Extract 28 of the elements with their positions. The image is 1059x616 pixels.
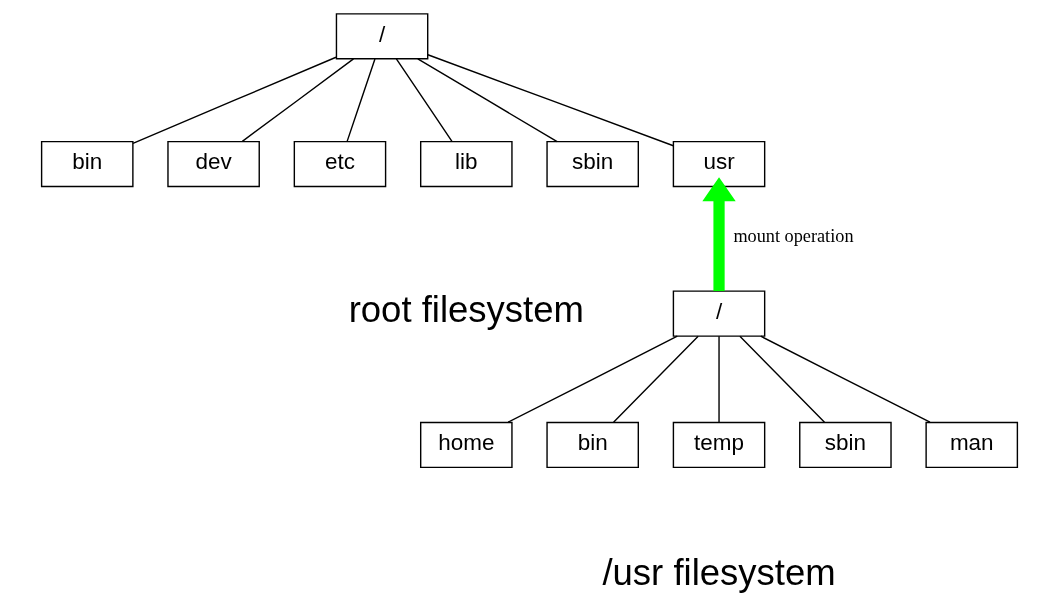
node-box: bin: [546, 421, 639, 469]
connector: [241, 58, 355, 143]
connector: [427, 54, 675, 147]
node-box: bin: [40, 140, 134, 188]
connector: [346, 58, 376, 143]
node-box: man: [925, 421, 1019, 469]
connector: [507, 335, 678, 423]
node-box: usr: [672, 140, 766, 188]
node-box: lib: [420, 140, 513, 188]
node-box: dev: [167, 140, 260, 188]
connector: [739, 335, 826, 423]
node-box: home: [420, 421, 513, 469]
node-box: etc: [293, 140, 387, 188]
node-box: sbin: [546, 140, 639, 188]
edge-label: mount operation: [733, 225, 854, 246]
connector: [612, 335, 699, 423]
connector: [132, 56, 337, 144]
arrow: [702, 177, 736, 291]
label: /usr filesystem: [602, 552, 836, 594]
node-box: temp: [672, 421, 766, 469]
connector: [718, 335, 720, 423]
connector: [395, 58, 453, 143]
node-box: /: [335, 13, 429, 60]
connector: [760, 335, 931, 423]
connector: [417, 58, 558, 143]
label: root filesystem: [348, 289, 584, 331]
node-box: /: [672, 290, 766, 337]
node-box: sbin: [799, 421, 892, 469]
